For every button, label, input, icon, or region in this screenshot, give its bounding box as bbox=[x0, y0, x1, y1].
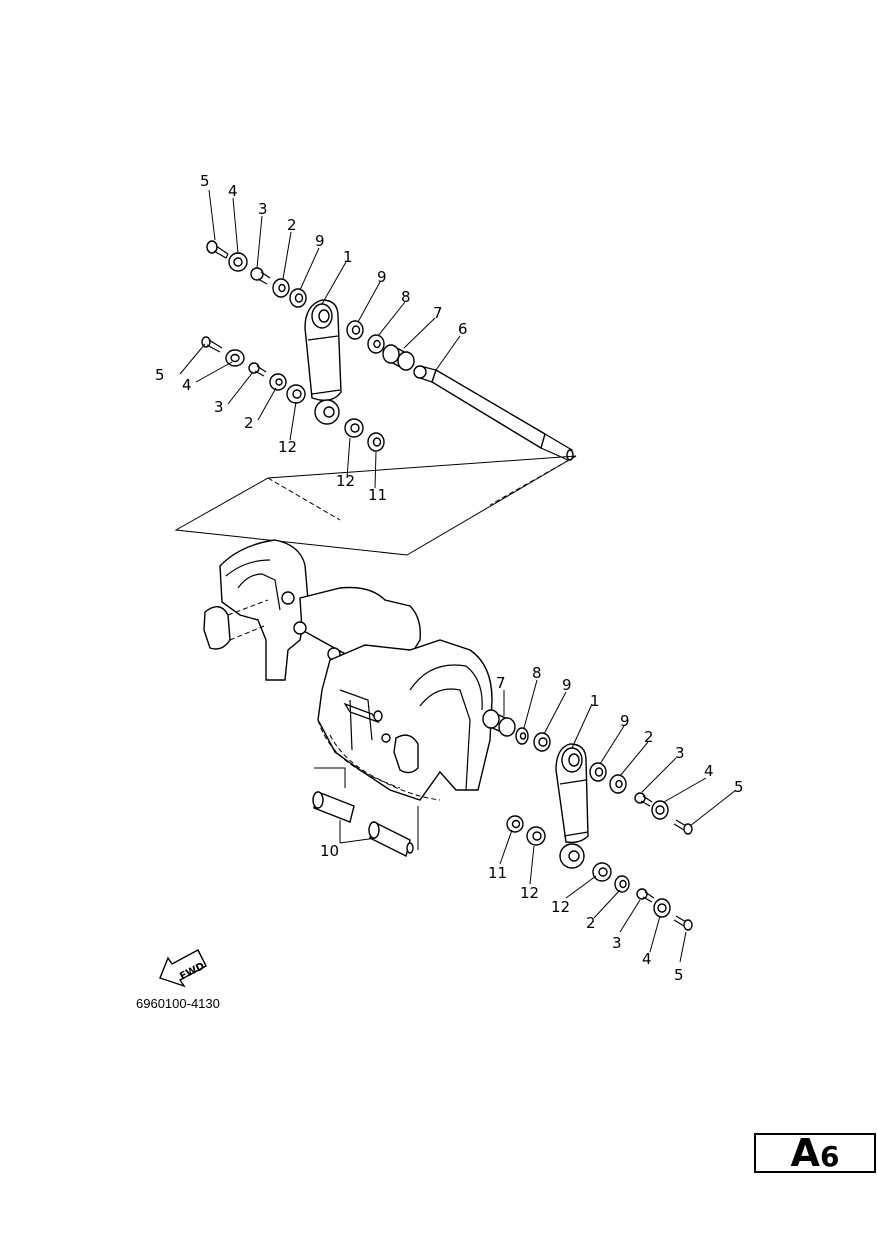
bushing-part bbox=[589, 762, 607, 782]
washer-part bbox=[367, 334, 385, 354]
callout-label: 2 bbox=[244, 414, 254, 432]
shock-eye-part bbox=[314, 399, 340, 425]
diagram-part-number: 6960100-4130 bbox=[136, 996, 220, 1011]
page-code-badge: A 6 bbox=[754, 1133, 876, 1173]
callout-label: 3 bbox=[612, 934, 622, 952]
washer-part bbox=[614, 875, 630, 893]
shock-absorber-part bbox=[555, 743, 589, 844]
bottom-assembly: 7 8 9 1 9 2 3 4 5 11 12 12 2 3 4 5 bbox=[482, 664, 744, 984]
callout-label: 4 bbox=[182, 376, 192, 394]
washer-part bbox=[228, 252, 248, 272]
callout-label: 10 bbox=[320, 842, 339, 860]
washer-part bbox=[269, 373, 287, 391]
washer-part bbox=[609, 774, 627, 794]
pin-part: 10 bbox=[312, 767, 419, 860]
bushing-part bbox=[592, 862, 612, 882]
nut-part bbox=[250, 267, 271, 285]
nut-part bbox=[636, 888, 655, 903]
callout-label: 8 bbox=[532, 664, 542, 682]
callout-label: 12 bbox=[551, 898, 570, 916]
callout-label: 2 bbox=[644, 728, 654, 746]
callout-label: 3 bbox=[258, 200, 268, 218]
forward-arrow-icon: FWD bbox=[159, 949, 207, 988]
callout-label: 6 bbox=[458, 320, 468, 338]
washer-part bbox=[367, 432, 385, 452]
callout-label: 4 bbox=[228, 182, 238, 200]
callout-label: 12 bbox=[336, 472, 355, 490]
bushing-part bbox=[346, 320, 364, 340]
page-code-number: 6 bbox=[819, 1140, 840, 1173]
shock-absorber-part bbox=[304, 299, 342, 409]
bolt-part bbox=[206, 240, 229, 259]
washer-part bbox=[272, 278, 290, 298]
callout-label: 1 bbox=[590, 692, 600, 710]
washer-part bbox=[651, 800, 669, 820]
callout-label: 11 bbox=[488, 864, 507, 882]
callout-label: 7 bbox=[433, 304, 443, 322]
bolt-part bbox=[673, 819, 693, 835]
callout-label: 5 bbox=[674, 966, 684, 984]
callout-label: 9 bbox=[377, 268, 387, 286]
collar-part bbox=[382, 344, 415, 371]
shock-eye-part bbox=[559, 843, 585, 869]
washer-part bbox=[225, 349, 245, 367]
callout-label: 3 bbox=[214, 398, 224, 416]
callout-label: 9 bbox=[315, 232, 325, 250]
bushing-part bbox=[533, 732, 551, 752]
bushing-part bbox=[289, 288, 307, 308]
callout-label: 4 bbox=[642, 950, 652, 968]
washer-part bbox=[506, 815, 524, 833]
callout-label: 11 bbox=[368, 486, 387, 504]
collar-part bbox=[482, 709, 516, 737]
callout-label: 12 bbox=[520, 884, 539, 902]
callout-label: 9 bbox=[620, 712, 630, 730]
callout-label: 4 bbox=[704, 762, 714, 780]
bushing-part bbox=[526, 826, 546, 846]
bushing-part bbox=[344, 418, 364, 438]
shaft-part bbox=[413, 365, 574, 461]
nut-part bbox=[248, 362, 267, 377]
bushing-part bbox=[286, 384, 306, 404]
callout-label: 5 bbox=[200, 172, 210, 190]
callout-label: 8 bbox=[401, 288, 411, 306]
callout-label: 5 bbox=[734, 778, 744, 796]
callout-label: 12 bbox=[278, 438, 297, 456]
washer-part bbox=[653, 898, 671, 918]
callout-label: 9 bbox=[562, 676, 572, 694]
page-code-letter: A bbox=[790, 1131, 820, 1175]
callout-label: 5 bbox=[155, 366, 165, 384]
bracket-body bbox=[203, 539, 493, 801]
nut-part bbox=[634, 792, 653, 807]
bolt-part bbox=[673, 915, 693, 931]
washer-part bbox=[515, 727, 529, 745]
callout-label: 1 bbox=[343, 248, 353, 266]
callout-label: 7 bbox=[496, 674, 506, 692]
callout-label: 2 bbox=[586, 914, 596, 932]
top-assembly: 5 4 3 2 9 1 9 8 7 6 5 4 3 2 12 12 11 bbox=[155, 172, 577, 556]
callout-label: 3 bbox=[675, 744, 685, 762]
callout-label: 2 bbox=[287, 216, 297, 234]
